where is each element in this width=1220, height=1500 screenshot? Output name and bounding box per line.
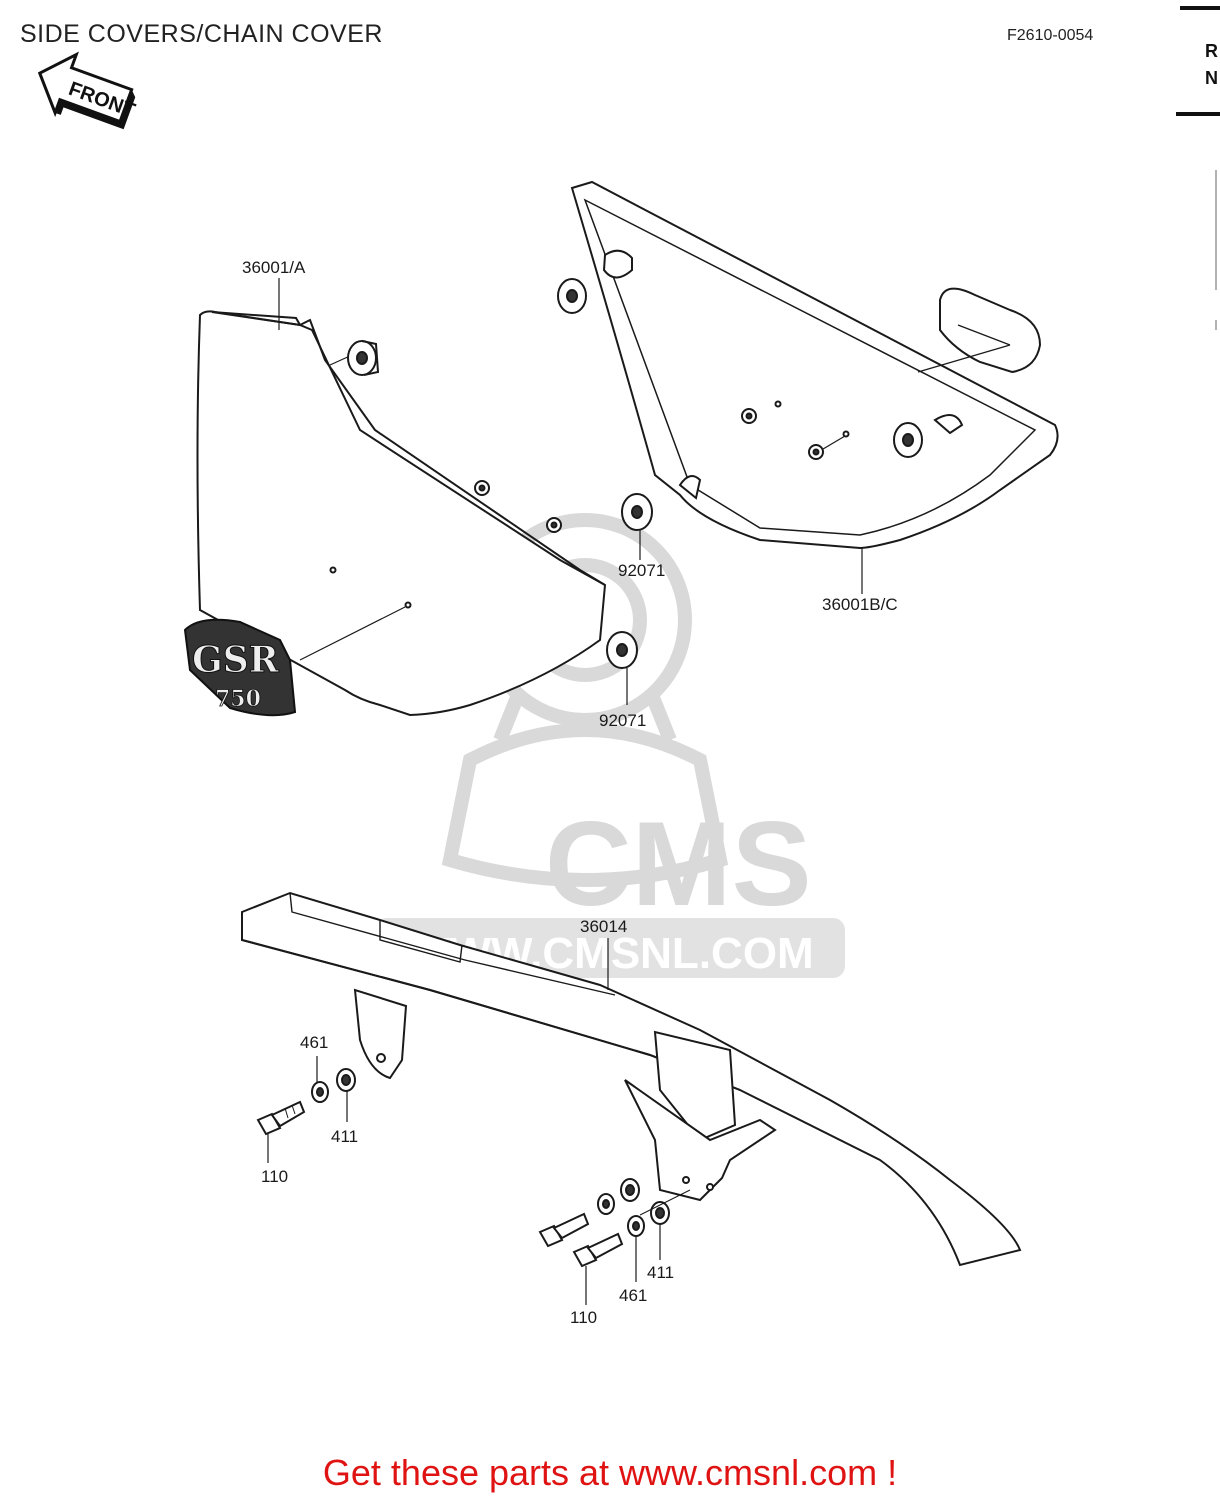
washer-461-bottom-a: [597, 1193, 615, 1215]
emblem-text-1: GSR: [192, 639, 280, 681]
diagram-code: F2610-0054: [1007, 27, 1094, 44]
side-tab-rules: [1176, 6, 1220, 116]
nut-411-bottom-a: [620, 1178, 640, 1202]
bolt-110-bottom-a: [538, 1212, 590, 1248]
side-tab: R N: [1205, 38, 1218, 92]
right-side-cover: [570, 180, 1059, 550]
front-arrow: FRONT: [37, 51, 138, 130]
washer-461-bottom-b: [627, 1215, 645, 1237]
nut-left-1: [474, 480, 490, 496]
washer-461-top: [311, 1081, 329, 1103]
chain-cover-rear-bracket: [624, 1030, 777, 1202]
label-461-bottom: 461: [619, 1286, 648, 1305]
bolt-axis-line: [639, 1189, 691, 1216]
label-110-top: 110: [261, 1167, 289, 1186]
emblem-text-2: 750: [215, 686, 261, 712]
label-36001a: 36001/A: [242, 258, 306, 277]
nut-left-2: [546, 517, 562, 533]
cta-link[interactable]: Get these parts at www.cmsnl.com !: [322, 1452, 898, 1493]
left-side-cover: [196, 310, 607, 717]
grommet-right-top: [557, 278, 587, 314]
label-92071-upper: 92071: [618, 561, 666, 580]
gsr-emblem: GSR 750: [183, 618, 297, 717]
grommet-92071-lower: [606, 631, 638, 669]
side-tab-line-1: R: [1205, 41, 1218, 61]
nut-right-2: [808, 444, 824, 460]
bolt-110-top: [256, 1100, 306, 1136]
chain-cover-front-bracket: [353, 988, 408, 1080]
grommet-left-top: [347, 340, 380, 376]
nut-411-top: [336, 1068, 356, 1092]
grommet-92071-upper: [621, 493, 653, 531]
label-92071-lower: 92071: [599, 711, 647, 730]
label-36014: 36014: [580, 917, 628, 936]
right-cover-bracket: [917, 287, 1042, 374]
label-36001bc: 36001B/C: [822, 595, 898, 614]
label-461-top: 461: [300, 1033, 329, 1052]
nut-right-1: [741, 408, 757, 424]
grommet-right-mid: [893, 422, 923, 458]
page-title: SIDE COVERS/CHAIN COVER: [20, 20, 383, 48]
side-tab-line-2: N: [1205, 68, 1218, 88]
watermark-brand: CMS: [545, 797, 812, 931]
bolt-110-bottom-b: [572, 1232, 624, 1268]
label-411-top: 411: [331, 1127, 359, 1146]
label-110-bottom: 110: [570, 1308, 598, 1327]
label-411-bottom: 411: [647, 1263, 675, 1282]
